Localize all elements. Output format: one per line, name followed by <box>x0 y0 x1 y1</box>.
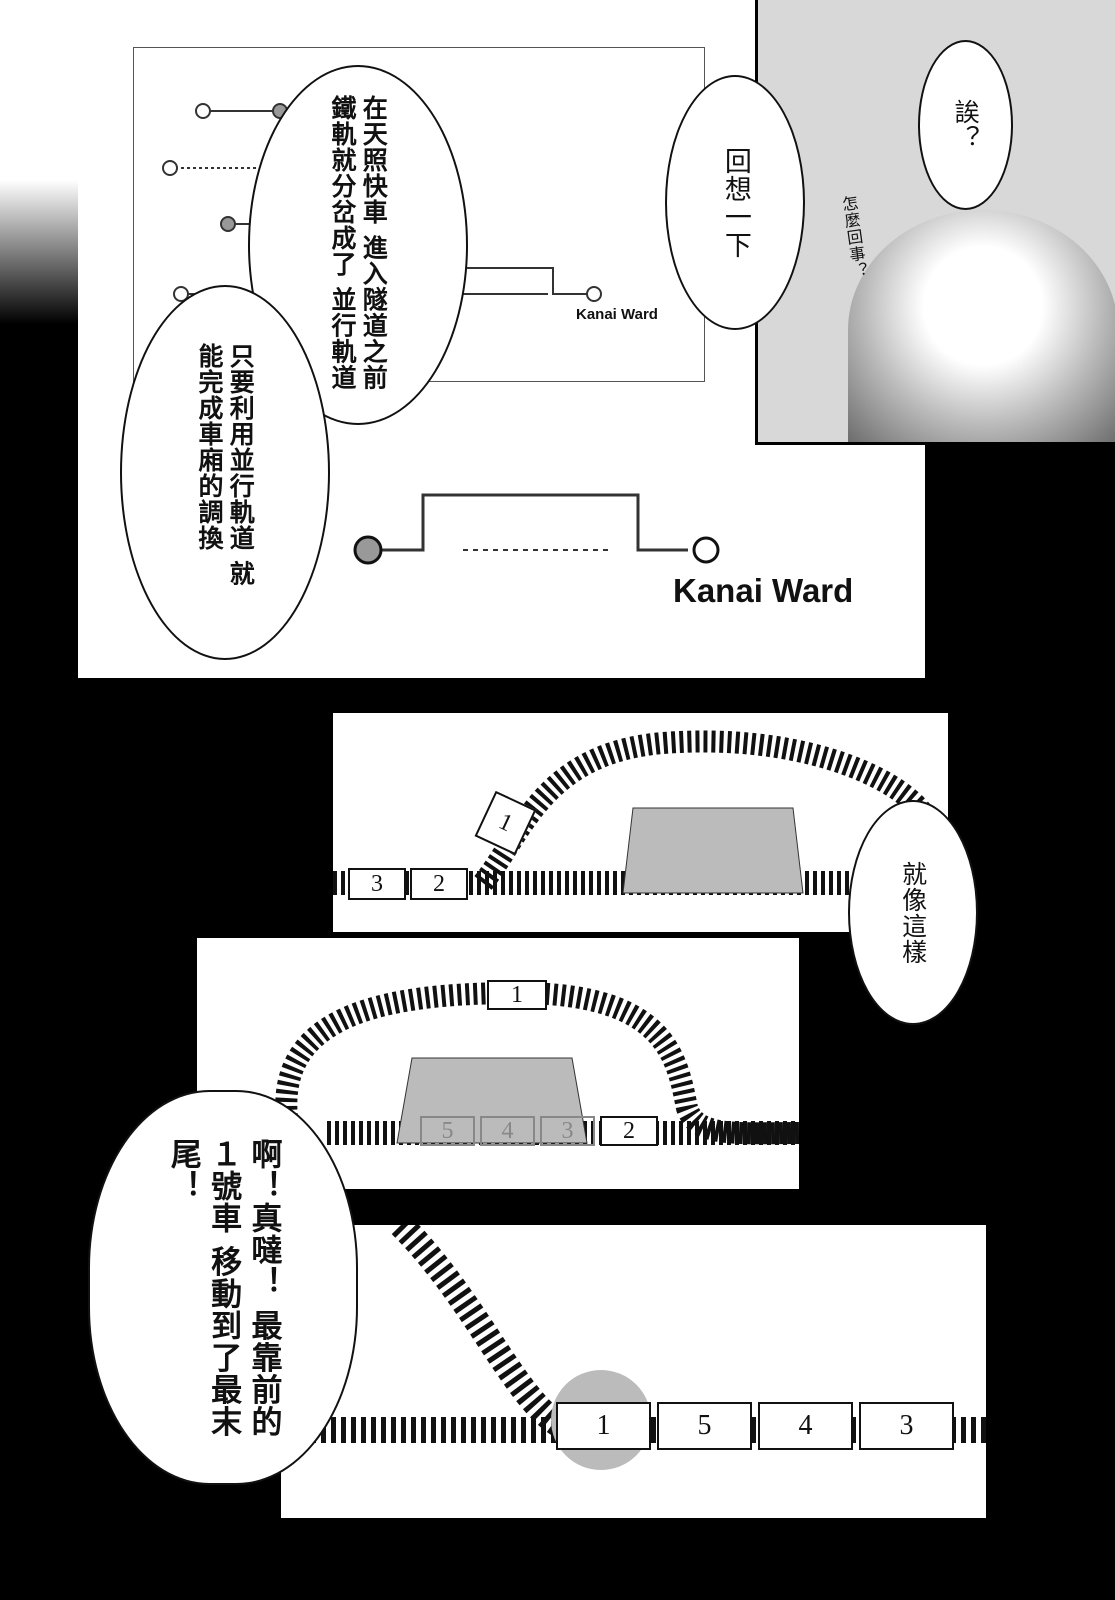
train-car: 4 <box>758 1402 853 1450</box>
map-label-small: Kanai Ward <box>576 306 658 323</box>
bubble-text: 回想一下 <box>719 146 751 259</box>
bubble-text: 在天照快車 進入隧道之前 鐵軌就分岔成了 並行軌道 <box>328 95 389 391</box>
panel-track-step1: 3 2 1 <box>333 713 948 932</box>
bubble-text: 就像這樣 <box>898 860 928 965</box>
bubble-text: 啊！真噠！ 最靠前的１號車 移動到了最末尾！ <box>164 1137 282 1438</box>
character-illustration <box>848 210 1115 442</box>
mutter-text: 怎麼回事？ <box>838 194 869 281</box>
train-car: 2 <box>410 868 468 900</box>
train-car: 5 <box>657 1402 752 1450</box>
train-car: 3 <box>859 1402 954 1450</box>
speech-bubble-tunnel: 在天照快車 進入隧道之前 鐵軌就分岔成了 並行軌道 <box>248 65 468 425</box>
rail-tracks <box>275 981 799 1145</box>
train-car: 2 <box>600 1116 658 1146</box>
speech-bubble-swap: 只要利用並行軌道 就能完成車廂的調換 <box>120 285 330 660</box>
bubble-text: 只要利用並行軌道 就能完成車廂的調換 <box>195 342 256 587</box>
speech-bubble-like-this: 就像這樣 <box>848 800 978 1025</box>
bubble-text: 誒？ <box>951 99 981 151</box>
panel-track-step3: 1 5 4 3 <box>281 1225 986 1518</box>
speech-bubble-recall: 回想一下 <box>665 75 805 330</box>
panel-character: 誒？ 怎麼回事？ <box>755 0 1115 445</box>
train-car: 1 <box>487 980 547 1010</box>
speech-bubble-exclaim: 啊！真噠！ 最靠前的１號車 移動到了最末尾！ <box>88 1090 358 1485</box>
train-car: 3 <box>348 868 406 900</box>
train-car: 3 <box>540 1116 595 1146</box>
rail-tracks <box>281 1225 986 1470</box>
rail-tracks <box>333 730 948 895</box>
speech-bubble-huh: 誒？ <box>918 40 1013 210</box>
train-car: 4 <box>480 1116 535 1146</box>
train-car: 5 <box>420 1116 475 1146</box>
train-car: 1 <box>556 1402 651 1450</box>
map-label-large: Kanai Ward <box>673 572 854 609</box>
